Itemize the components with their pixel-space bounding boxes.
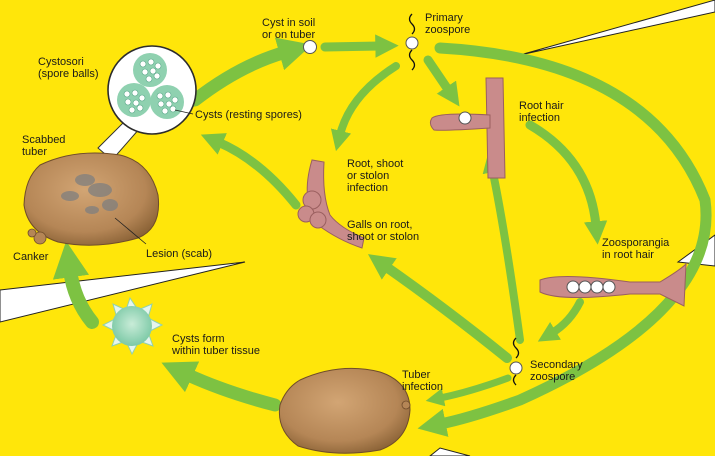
- arrow-cyst-to-primary: [325, 46, 380, 47]
- arrow-galls-to-cysts: [218, 142, 296, 205]
- arrow-secondary-to-tuber: [440, 378, 508, 398]
- cyst-in-soil-dot: [304, 41, 317, 54]
- primary-zoospore: [406, 14, 418, 70]
- cysts-form-illustration: [103, 298, 162, 354]
- arrow-tuber-to-cysts-form: [186, 374, 275, 405]
- scabbed-tuber-illustration: [24, 153, 159, 245]
- pointer-wedge-bottom: [430, 448, 470, 456]
- arrow-primary-to-root-infection: [340, 66, 396, 135]
- pointer-wedge-top-right: [520, 0, 715, 55]
- arrow-secondary-to-galls: [385, 266, 507, 358]
- label-galls: Galls on root,shoot or stolon: [347, 219, 419, 243]
- arrow-secondary-to-roothair: [492, 168, 520, 340]
- arrow-cystosori-to-cyst: [195, 52, 286, 100]
- arrow-primary-to-roothair: [428, 60, 449, 91]
- arrow-zoosporangia-to-secondary: [552, 302, 580, 333]
- arrow-roothair-to-zoosporangia: [530, 125, 596, 226]
- tuber-infection-illustration: [279, 368, 410, 453]
- cystosori-illustration: [98, 46, 196, 160]
- label-cystosori: Cystosori(spore balls): [38, 56, 99, 80]
- label-cysts-resting: Cysts (resting spores): [195, 109, 302, 121]
- root-hair-illustration: [430, 78, 505, 178]
- label-canker: Canker: [13, 251, 49, 263]
- secondary-zoospore: [510, 338, 522, 385]
- label-lesion: Lesion (scab): [146, 248, 212, 260]
